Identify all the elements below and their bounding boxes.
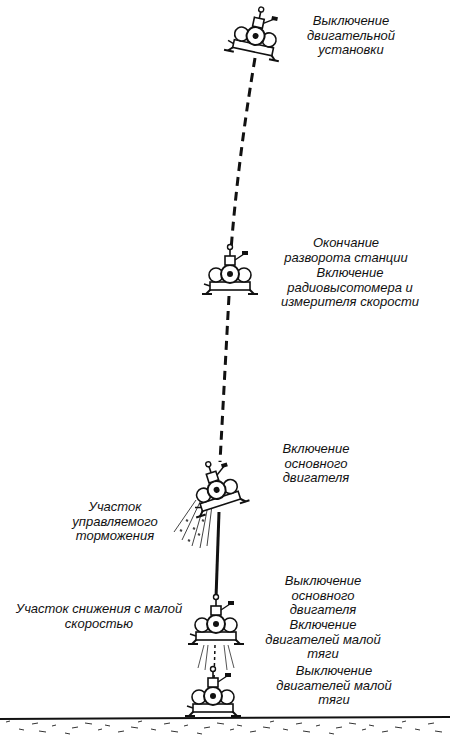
surface-stroke [270,721,274,722]
surface-stroke [204,727,210,728]
surface-stroke [85,723,92,724]
station [181,453,250,517]
surface-stroke [98,729,102,730]
surface-stroke [283,729,288,730]
surface-stroke [217,723,224,724]
surface-stroke [197,733,202,734]
station [202,245,258,295]
surface-stroke [349,723,356,724]
surface-stroke [382,731,388,732]
trajectory [216,512,219,598]
surface-stroke [151,729,156,730]
trajectory [214,645,215,680]
surface-stroke [395,727,402,728]
surface-stroke [296,723,302,724]
surface-stroke [316,725,320,726]
event-label: Выключение двигателей малой тяги [268,664,400,708]
event-label: Выключение двигательной установки [298,14,404,58]
surface-stroke [118,731,124,732]
event-label: Включение двигателей малой тяги [252,618,394,662]
event-label: Окончание разворота станции [282,236,410,265]
surface-stroke [19,729,24,730]
surface-stroke [164,723,170,724]
station [188,595,244,645]
station [185,667,241,717]
surface-stroke [230,729,234,730]
surface-stroke [105,725,110,726]
phase-label: Участок управляемого торможения [52,500,178,544]
event-label: Включение основного двигателя [268,442,364,486]
event-label: Включение радиовысотомера и измерителя с… [266,266,434,310]
lunar-surface [0,717,450,719]
surface-stroke [435,731,442,732]
surface-stroke [171,731,178,732]
surface-stroke [65,733,70,734]
surface-stroke [184,725,188,726]
surface-stroke [303,731,310,732]
surface-stroke [32,723,38,724]
surface-stroke [362,729,366,730]
surface-stroke [250,731,256,732]
surface-stroke [402,721,406,722]
surface-stroke [72,727,78,728]
surface-stroke [52,725,56,726]
phase-label: Участок снижения с малой скоростью [10,602,188,631]
surface-texture [6,721,442,734]
trajectory [231,58,255,250]
surface-stroke [369,725,374,726]
event-label: Выключение основного двигателя [258,574,388,618]
surface-stroke [415,729,420,730]
surface-stroke [6,721,10,722]
surface-stroke [263,727,270,728]
surface-stroke [39,731,46,732]
station [224,1,289,61]
surface-stroke [329,733,334,734]
thruster-jets [198,645,234,670]
surface-stroke [428,723,434,724]
surface-stroke [237,725,242,726]
surface-stroke [138,721,142,722]
trajectory [220,296,229,462]
surface-stroke [336,727,342,728]
surface-stroke [131,727,138,728]
